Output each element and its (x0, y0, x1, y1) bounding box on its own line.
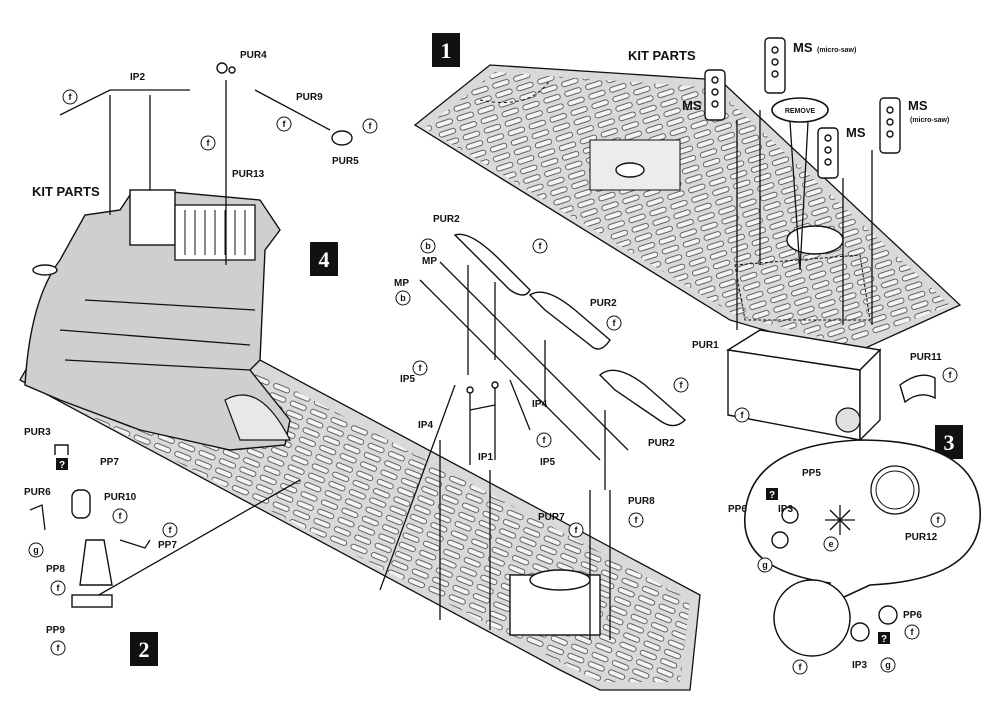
pur11-part (899, 374, 936, 404)
pur13-label: PUR13 (232, 169, 265, 180)
svg-text:g: g (885, 660, 891, 670)
svg-text:b: b (400, 293, 406, 303)
pur9-label: PUR9 (296, 92, 323, 103)
ip5a-label: IP5 (400, 374, 415, 385)
pur3-label: PUR3 (24, 427, 51, 438)
svg-text:f: f (911, 627, 915, 637)
circle-marks: f f f f b b f f f f f f f f f f e g f g … (28, 89, 958, 675)
svg-text:?: ? (769, 490, 775, 501)
pp6a-label: PP6 (728, 504, 747, 515)
pur1-label: PUR1 (692, 340, 719, 351)
ip2-label: IP2 (130, 72, 145, 83)
kit-parts-left-label: KIT PARTS (32, 184, 100, 199)
pur2b-label: PUR2 (590, 298, 617, 309)
pur7-label: PUR7 (538, 512, 565, 523)
pp7b-label: PP7 (158, 540, 177, 551)
mp1-label: MP (422, 256, 437, 267)
svg-text:f: f (613, 318, 617, 328)
ip1-frame (379, 379, 531, 591)
pur11-label: PUR11 (910, 352, 942, 363)
pp9-label: PP9 (46, 625, 65, 636)
step-4-box: 4 (310, 242, 338, 276)
svg-text:f: f (57, 643, 61, 653)
svg-text:?: ? (881, 634, 887, 645)
svg-text:f: f (57, 583, 61, 593)
conning-tower (24, 189, 291, 451)
svg-text:f: f (207, 138, 211, 148)
svg-text:4: 4 (319, 247, 330, 272)
ip5b-label: IP5 (540, 457, 555, 468)
pur8-label: PUR8 (628, 496, 655, 507)
ms2-note: (micro-saw) (817, 47, 856, 54)
svg-text:f: f (69, 92, 73, 102)
ip3a-label: IP3 (778, 504, 793, 515)
svg-text:f: f (937, 515, 941, 525)
ms2-label: MS (793, 40, 813, 55)
pur2c-label: PUR2 (648, 438, 675, 449)
svg-text:f: f (635, 515, 639, 525)
svg-text:2: 2 (139, 637, 150, 662)
svg-text:f: f (575, 525, 579, 535)
svg-text:f: f (119, 511, 123, 521)
svg-text:f: f (949, 370, 953, 380)
pur5-label: PUR5 (332, 156, 359, 167)
step-1-box: 1 (432, 33, 460, 67)
pur2a-label: PUR2 (433, 214, 460, 225)
mp2-label: MP (394, 278, 409, 289)
ms3-label: MS (846, 125, 866, 140)
pur2-channels (453, 233, 687, 427)
mp-rod-1 (439, 261, 629, 451)
svg-text:f: f (369, 121, 373, 131)
pur4-label: PUR4 (240, 50, 267, 61)
pp8-label: PP8 (46, 564, 65, 575)
svg-text:f: f (543, 435, 547, 445)
svg-text:b: b (425, 241, 431, 251)
pp6b-label: PP6 (903, 610, 922, 621)
pur12-label: PUR12 (905, 532, 938, 543)
ms-strips (704, 37, 901, 330)
pur1-box (726, 329, 882, 442)
ip4a-label: IP4 (532, 399, 547, 410)
svg-text:f: f (283, 119, 287, 129)
step-2-box: 2 (130, 632, 158, 666)
svg-text:f: f (169, 525, 173, 535)
mp-rod-2 (419, 279, 601, 461)
pp5-label: PP5 (802, 468, 821, 479)
ip3b-label: IP3 (852, 660, 867, 671)
svg-text:f: f (741, 410, 745, 420)
remove-label: REMOVE (785, 108, 816, 115)
step2-parts (29, 444, 151, 608)
kit-parts-right-label: KIT PARTS (628, 48, 696, 63)
pur10-label: PUR10 (104, 492, 137, 503)
svg-text:f: f (539, 241, 543, 251)
ip1-label: IP1 (478, 452, 493, 463)
ip4b-label: IP4 (418, 420, 433, 431)
svg-text:e: e (828, 539, 833, 549)
step3-bubble (744, 439, 981, 657)
pur6-label: PUR6 (24, 487, 51, 498)
svg-text:3: 3 (944, 430, 955, 455)
ms4-label: MS (908, 98, 928, 113)
ms4-note: (micro-saw) (910, 117, 949, 124)
svg-text:1: 1 (441, 38, 452, 63)
pur4-parts (59, 62, 353, 265)
svg-text:g: g (33, 545, 39, 555)
svg-text:f: f (799, 662, 803, 672)
svg-text:g: g (762, 560, 768, 570)
question-marks: ? ? ? (56, 458, 890, 645)
step-3-box: 3 (935, 425, 963, 459)
svg-text:f: f (680, 380, 684, 390)
ms1-label: MS (682, 98, 702, 113)
svg-text:f: f (419, 363, 423, 373)
svg-text:?: ? (59, 460, 65, 471)
pp7a-label: PP7 (100, 457, 119, 468)
